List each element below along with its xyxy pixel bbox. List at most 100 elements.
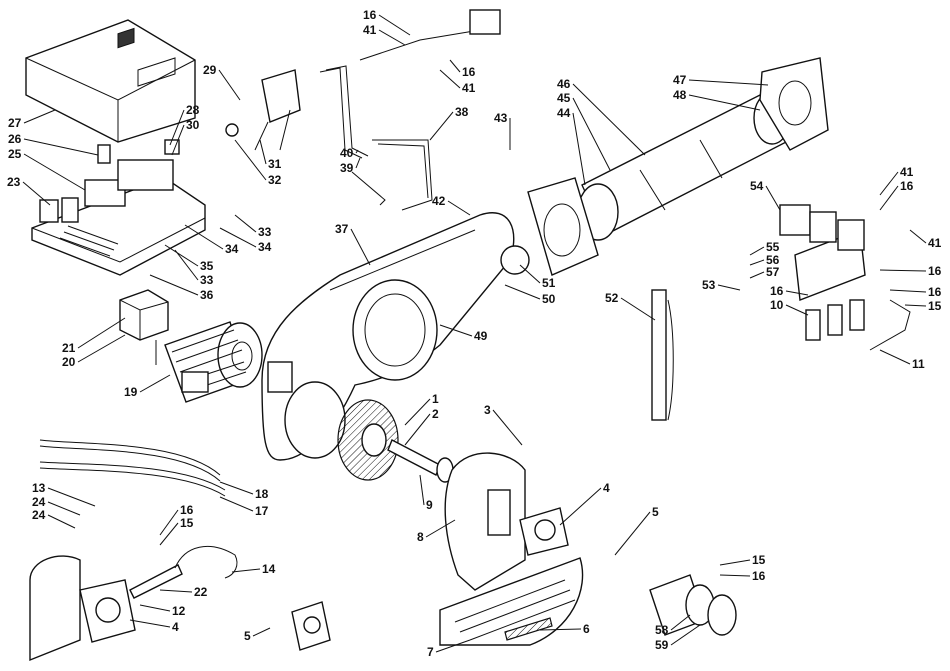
callout-leader-58 [670, 614, 691, 631]
callout-50: 50 [542, 292, 556, 306]
callout-leader-4-2 [129, 619, 171, 628]
callout-25: 25 [8, 147, 22, 161]
callout-18: 18 [255, 487, 269, 501]
callout-leader-15-3 [719, 559, 751, 566]
callout-leader-11 [879, 349, 911, 365]
callout-leader-27 [23, 109, 56, 124]
callout-leader-59 [670, 624, 701, 646]
callout-4: 4 [603, 481, 610, 495]
callout-leader-35 [164, 244, 199, 267]
callout-leader-28 [169, 109, 185, 146]
callout-leader-5-2 [252, 627, 271, 637]
callout-52: 52 [605, 291, 619, 305]
callout-leader-17 [219, 496, 254, 512]
control-panel-base [31, 139, 206, 276]
callout-57: 57 [766, 265, 780, 279]
callout-leader-26 [23, 138, 99, 156]
air-damper [439, 557, 584, 646]
callout-leader-2 [404, 413, 431, 446]
callout-33-2: 33 [200, 273, 214, 287]
callout-leader-16-2 [378, 14, 411, 36]
fan-wheel [337, 399, 399, 481]
callout-14: 14 [262, 562, 276, 576]
callout-leader-34-2 [184, 224, 224, 250]
control-box-cover [25, 19, 196, 143]
callout-12: 12 [172, 604, 186, 618]
nozzle-assembly [651, 289, 674, 421]
callout-10: 10 [770, 298, 784, 312]
callout-46: 46 [557, 77, 571, 91]
callout-55: 55 [766, 240, 780, 254]
callout-leader-33 [234, 214, 257, 233]
callout-leader-47 [688, 79, 769, 86]
callout-16-5: 16 [928, 264, 942, 278]
callout-leader-54 [765, 185, 781, 211]
callout-15-2: 15 [928, 299, 942, 313]
callout-30: 30 [186, 118, 200, 132]
callout-leader-25 [23, 153, 86, 191]
callout-51: 51 [542, 276, 556, 290]
air-inlet-box [444, 452, 526, 591]
callout-59: 59 [655, 638, 669, 652]
callout-leader-19 [139, 374, 171, 393]
callout-leader-16-6 [889, 289, 927, 293]
callout-leader-37 [350, 228, 371, 266]
callout-44: 44 [557, 106, 571, 120]
callout-leader-39 [355, 157, 361, 169]
coupling-shaft [387, 439, 454, 483]
callout-19: 19 [124, 385, 138, 399]
flexible-hoses [39, 439, 226, 497]
callout-leader-23 [22, 181, 51, 206]
callout-35: 35 [200, 259, 214, 273]
callout-leader-42 [447, 200, 471, 216]
callout-31: 31 [268, 157, 282, 171]
oil-pump-left [29, 555, 183, 662]
callout-leader-22 [159, 589, 193, 593]
callout-leader-10 [785, 304, 809, 316]
callout-leader-18 [219, 481, 254, 495]
callout-47: 47 [673, 73, 687, 87]
callout-leader-9 [419, 474, 425, 506]
callout-6: 6 [583, 622, 590, 636]
callout-24: 24 [32, 495, 46, 509]
callout-leader-53 [717, 284, 741, 291]
callout-24-2: 24 [32, 508, 46, 522]
callout-leader-57 [749, 271, 765, 279]
callout-leader-24 [47, 501, 81, 516]
callout-45: 45 [557, 91, 571, 105]
callout-leader-5 [614, 511, 651, 556]
callout-leader-13 [47, 487, 96, 507]
electrode-assembly [225, 69, 301, 151]
burner-housing [261, 212, 515, 461]
blast-tube [577, 57, 829, 241]
callout-leader-15 [159, 522, 179, 546]
callout-37: 37 [335, 222, 349, 236]
callout-13: 13 [32, 481, 46, 495]
callout-42: 42 [432, 194, 446, 208]
callout-leader-41-2 [439, 69, 461, 89]
callout-4-2: 4 [172, 620, 179, 634]
callout-leader-46 [572, 83, 646, 156]
callout-32: 32 [268, 173, 282, 187]
callout-leader-7 [435, 639, 471, 653]
callout-9: 9 [426, 498, 433, 512]
callout-8: 8 [417, 530, 424, 544]
callout-leader-16 [159, 509, 179, 536]
callout-leader-16-5 [879, 269, 927, 272]
callout-2: 2 [432, 407, 439, 421]
callout-leader-16-7 [785, 290, 809, 296]
callout-leader-6 [539, 628, 582, 631]
motor [164, 321, 263, 403]
callout-16-3: 16 [462, 65, 476, 79]
callout-3: 3 [484, 403, 491, 417]
callout-leader-29 [218, 69, 241, 101]
callout-41-3: 41 [900, 165, 914, 179]
oil-lines [319, 9, 501, 211]
callout-leader-51 [519, 264, 541, 284]
callout-leader-52 [620, 297, 656, 321]
callout-16-7: 16 [770, 284, 784, 298]
callout-16-8: 16 [752, 569, 766, 583]
oil-pump-middle [519, 507, 569, 556]
